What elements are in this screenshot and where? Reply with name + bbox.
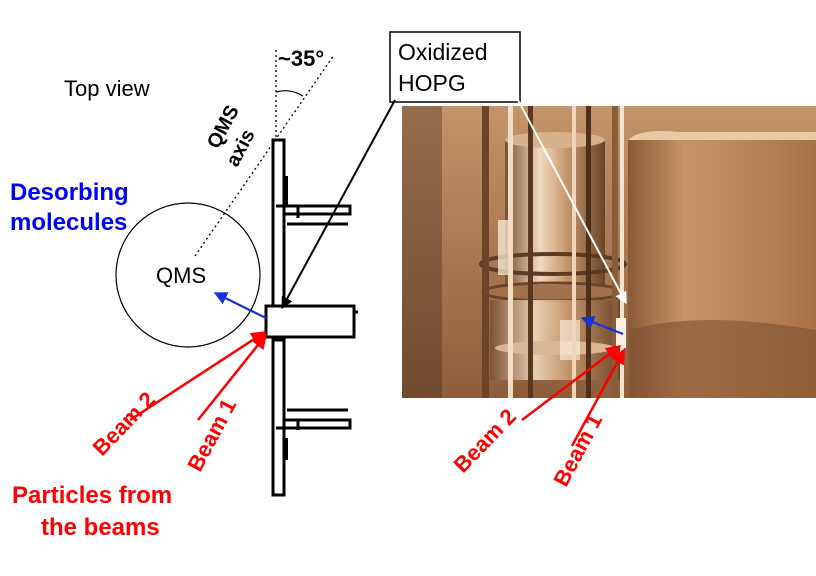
callout-pointer-photo xyxy=(517,99,627,305)
desorption-arrow-photo xyxy=(580,316,624,336)
desorbing-label-line1: Desorbing xyxy=(10,179,129,206)
qms-label: QMS xyxy=(156,263,206,288)
particles-label-line2: the beams xyxy=(41,514,160,541)
beam1-label-left: Beam 1 xyxy=(182,394,241,475)
callout-label-line2: HOPG xyxy=(398,70,466,96)
beam2-arrow-right xyxy=(521,345,622,421)
beam2-arrow-left xyxy=(129,330,267,422)
callout-pointer-schematic xyxy=(281,99,396,310)
desorption-arrow xyxy=(213,292,267,319)
sample-holder-drawing xyxy=(264,138,358,497)
beam1-arrow-right xyxy=(570,348,626,447)
angle-arc xyxy=(275,90,304,97)
qms-axis-line xyxy=(194,54,335,257)
particles-label-line1: Particles from xyxy=(12,482,172,509)
callout-box xyxy=(389,31,521,103)
qms-circle xyxy=(115,202,261,348)
beam2-label-right: Beam 2 xyxy=(449,404,521,478)
top-view-label: Top view xyxy=(64,76,150,101)
callout-label-line1: Oxidized xyxy=(398,39,487,65)
desorbing-label-line2: molecules xyxy=(10,209,127,236)
beam2-label-left: Beam 2 xyxy=(88,387,160,461)
angle-label: ~35° xyxy=(278,46,324,71)
beam1-arrow-left xyxy=(197,333,267,421)
beam1-label-right: Beam 1 xyxy=(548,409,607,490)
